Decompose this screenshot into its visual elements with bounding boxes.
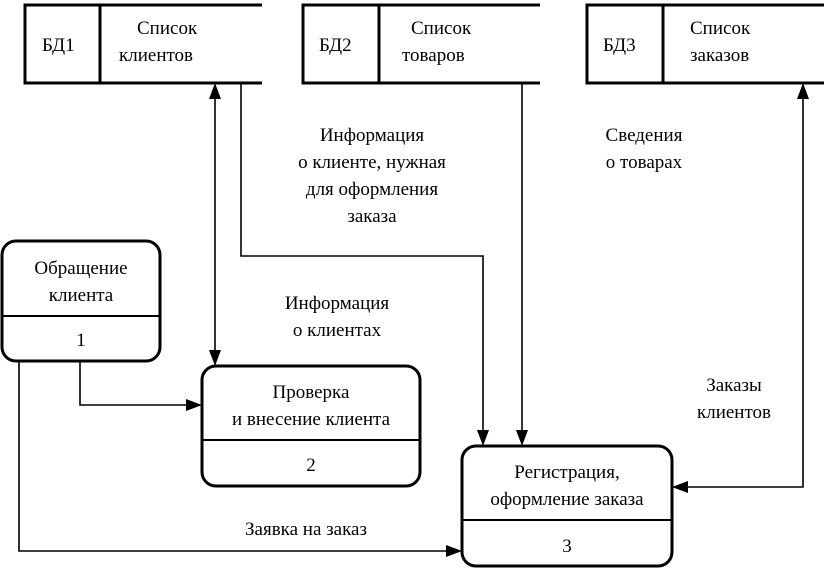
process-1-number: 1 [76, 330, 86, 351]
label-clients-info: Информация о клиентах [285, 293, 390, 341]
datastore-bd3-name-line1: Список [690, 18, 751, 39]
process-2-number: 2 [306, 455, 316, 476]
flow-process1-process2 [79, 361, 202, 411]
flow-bd1-process3 [240, 83, 489, 446]
arrowhead-up [209, 83, 221, 99]
arrowhead-down [209, 350, 221, 366]
flow-process1-process3 [18, 361, 462, 557]
process-3-title-line2: оформление заказа [490, 489, 644, 510]
process-1-client-request: Обращение клиента 1 [0, 239, 162, 363]
arrowhead-down [516, 430, 528, 446]
datastore-bd3-id: БД3 [603, 35, 636, 56]
label-order-request: Заявка на заказ [245, 519, 367, 540]
datastore-bd1-name-line2: клиентов [119, 45, 193, 66]
label-line: о клиентах [293, 320, 382, 341]
datastore-bd1: БД1 Список клиентов [23, 3, 262, 85]
process-3-order-registration: Регистрация, оформление заказа 3 [460, 444, 674, 568]
datastore-bd3: БД3 Список заказов [585, 3, 824, 85]
flow-bd3-process3 [672, 83, 809, 493]
label-client-info-needed: Информация о клиенте, нужная для оформле… [298, 125, 446, 227]
label-line: Информация [285, 293, 390, 314]
flow-bd1-process2 [209, 83, 221, 366]
label-line: Заказы [706, 375, 762, 396]
process-3-number: 3 [562, 536, 572, 557]
arrowhead-up [797, 83, 809, 99]
datastore-bd1-name-line1: Список [137, 18, 198, 39]
process-1-title-line2: клиента [49, 285, 114, 306]
label-line: Сведения [606, 125, 683, 146]
arrowhead-down [477, 430, 489, 446]
label-goods-info: Сведения о товарах [606, 125, 683, 173]
datastore-bd2-name-line2: товаров [402, 45, 465, 66]
label-line: для оформления [306, 179, 438, 200]
label-line: о клиенте, нужная [298, 152, 446, 173]
datastore-bd2-id: БД2 [319, 35, 352, 56]
label-client-orders: Заказы клиентов [697, 375, 771, 423]
arrowhead-right [186, 399, 202, 411]
datastore-bd3-name-line2: заказов [690, 45, 749, 66]
process-2-title-line2: и внесение клиента [232, 409, 391, 430]
arrowhead-left [672, 481, 688, 493]
label-line: о товарах [606, 152, 683, 173]
process-3-title-line1: Регистрация, [514, 462, 619, 483]
label-line: клиентов [697, 402, 771, 423]
label-line: заказа [347, 206, 397, 227]
flow-bd2-process3 [516, 83, 528, 446]
datastore-bd2: БД2 Список товаров [301, 3, 540, 85]
label-line: Информация [320, 125, 425, 146]
datastore-bd2-name-line1: Список [411, 18, 472, 39]
datastore-bd1-id: БД1 [42, 35, 75, 56]
process-2-title-line1: Проверка [273, 382, 350, 403]
process-1-title-line1: Обращение [34, 258, 127, 279]
arrowhead-right [446, 545, 462, 557]
process-2-check-client: Проверка и внесение клиента 2 [200, 364, 422, 488]
